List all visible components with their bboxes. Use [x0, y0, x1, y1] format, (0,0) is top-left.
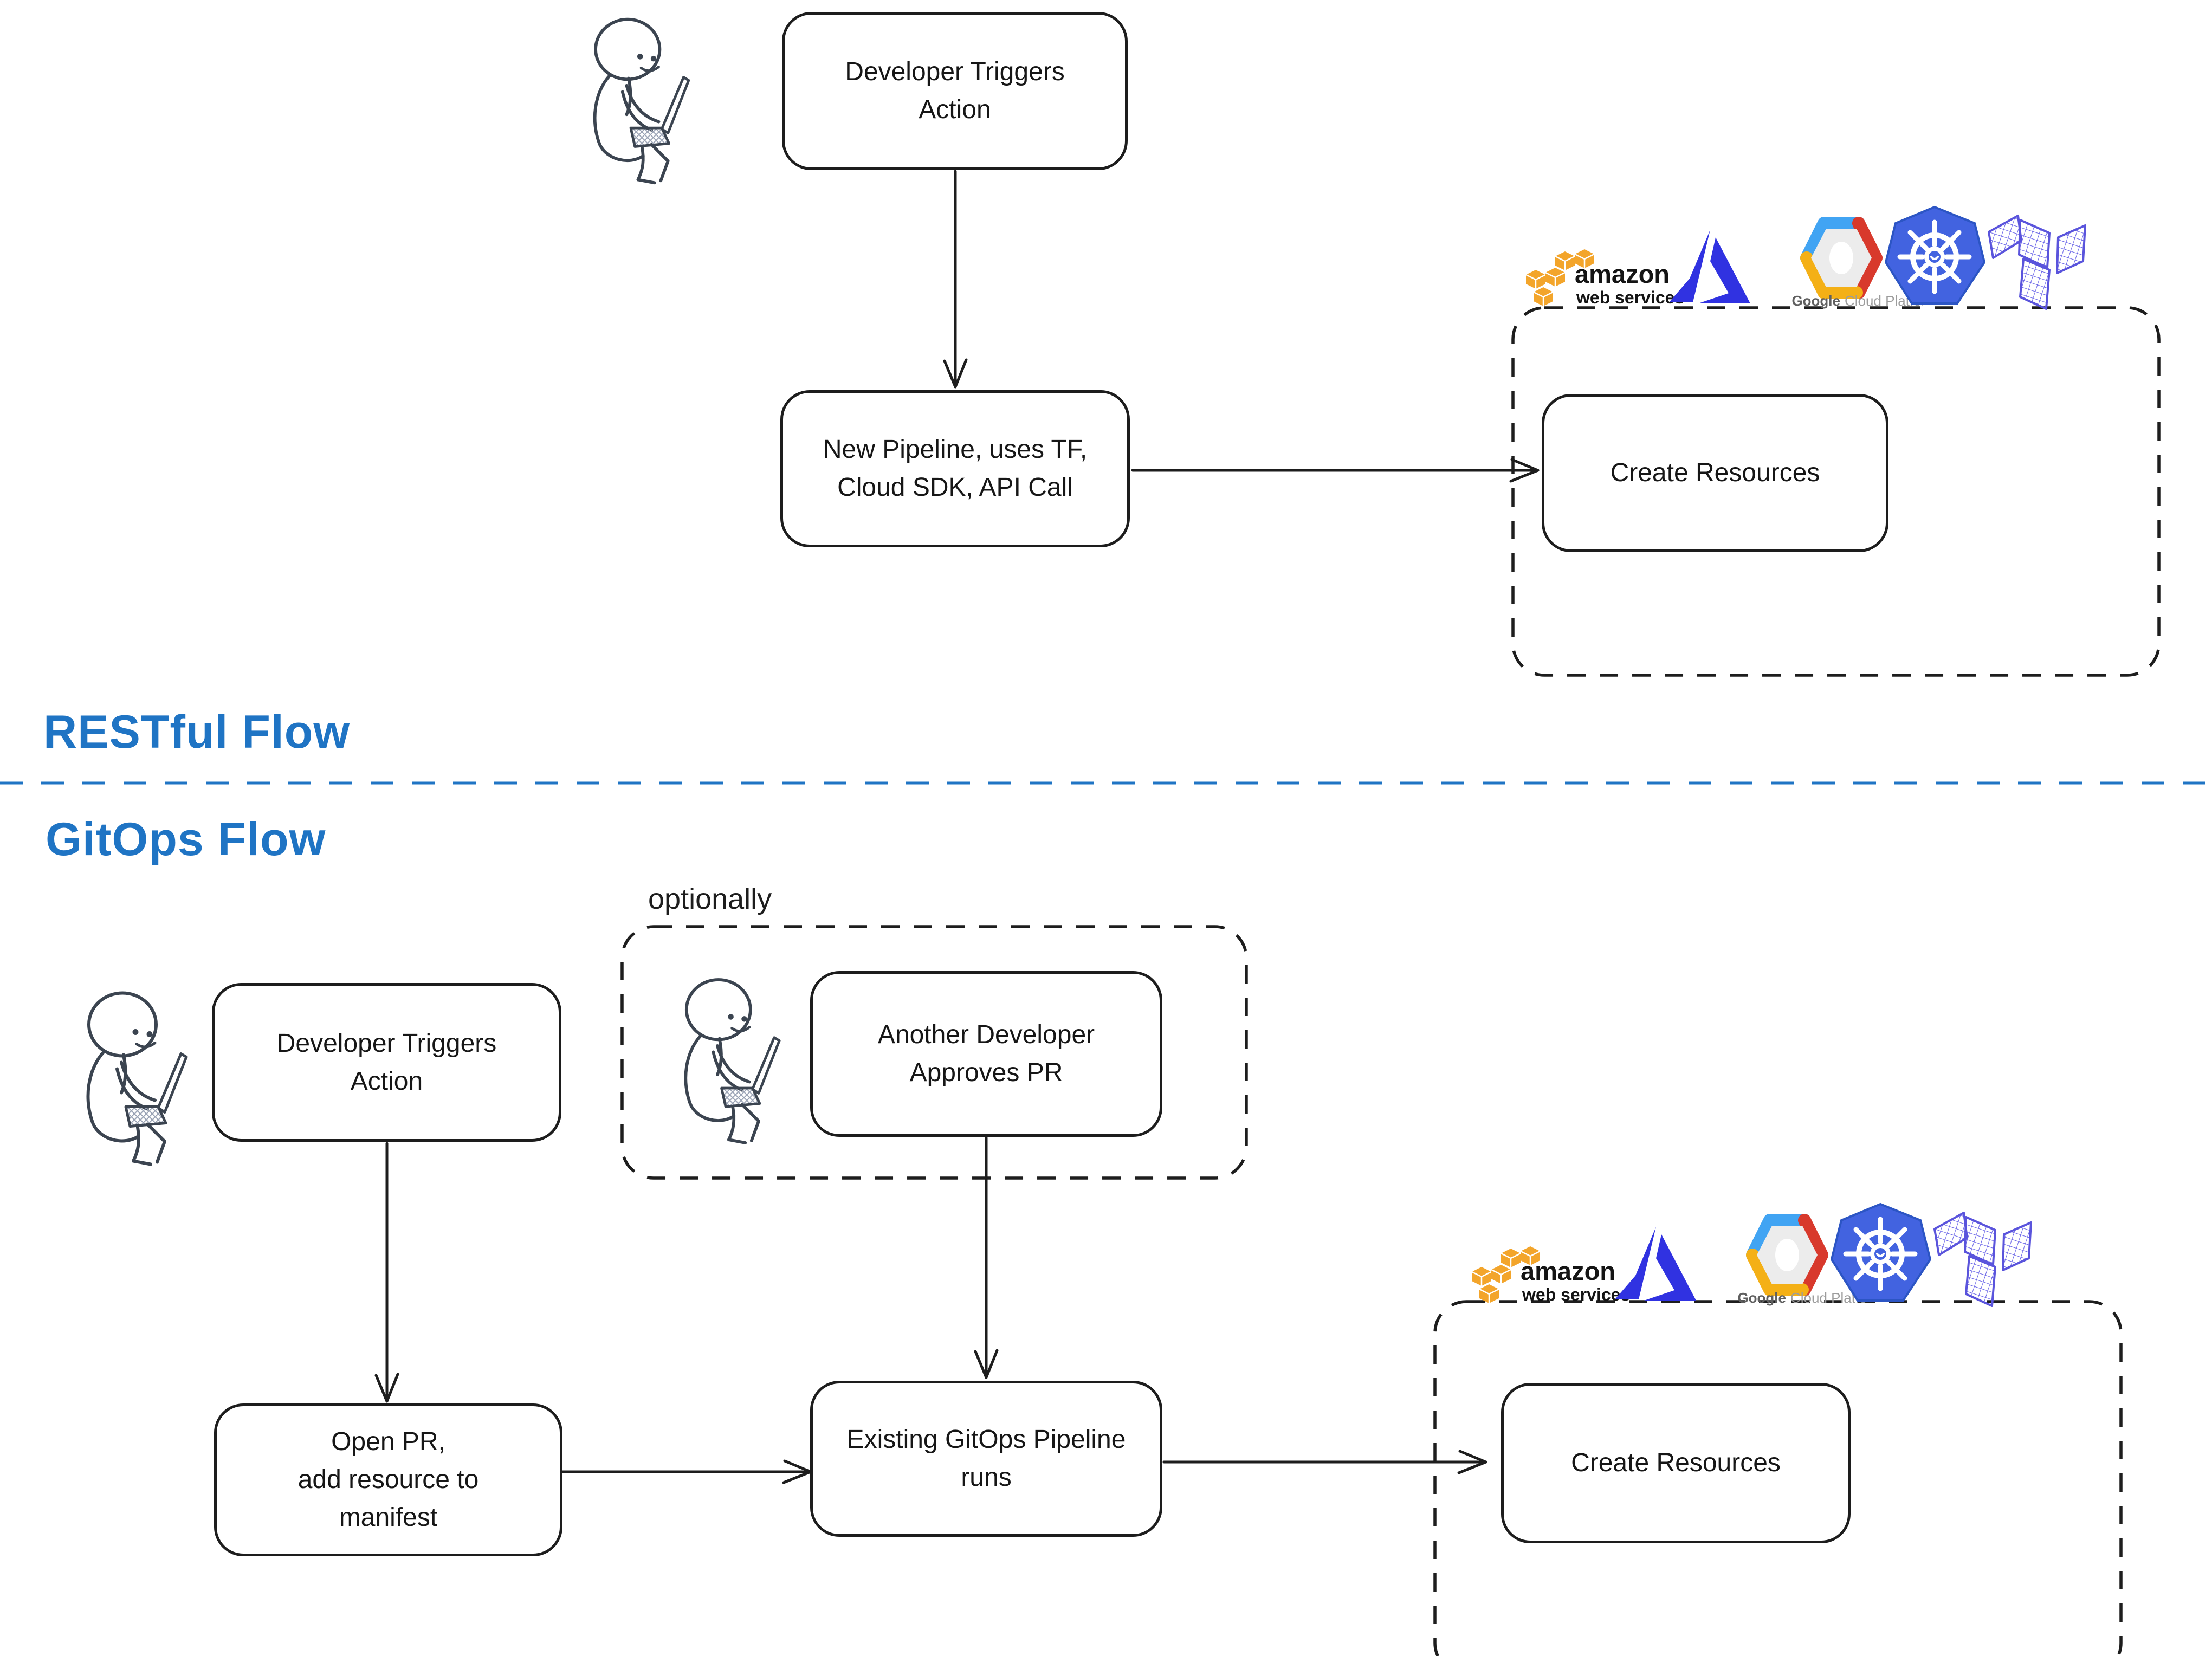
node-label: Developer Triggers Action: [276, 1028, 497, 1096]
gcp-logo-icon: Google Cloud Platform: [1737, 1214, 1868, 1306]
azure-logo-icon: [1615, 1227, 1696, 1301]
azure-logo-icon: [1669, 230, 1750, 303]
optionally-label: optionally: [648, 883, 772, 915]
aws-logo-icon: amazon web services: [1471, 1246, 1630, 1304]
node-label: New Pipeline, uses TF, Cloud SDK, API Ca…: [823, 435, 1088, 502]
gitops-flow-label: GitOps Flow: [46, 813, 326, 865]
arrow-dev-to-pipeline: [943, 170, 968, 389]
node-developer-triggers-action-restful: Developer Triggers Action: [782, 12, 1128, 170]
developer-figure-icon: [86, 991, 188, 1166]
kubernetes-logo-icon: [1831, 1202, 1931, 1302]
arrow-openpr-to-pipeline: [555, 1459, 812, 1484]
node-label: Developer Triggers Action: [845, 57, 1065, 124]
node-developer-triggers-action-gitops: Developer Triggers Action: [212, 983, 561, 1142]
developer-figure-icon: [593, 17, 690, 185]
aws-logo-icon: amazon web services: [1525, 249, 1684, 307]
kubernetes-logo-icon: [1885, 205, 1985, 305]
aws-subtext: web services: [1576, 288, 1684, 307]
gcp-wordmark: Google: [1737, 1290, 1786, 1306]
arrow-approver-to-pipeline: [974, 1136, 999, 1379]
node-another-developer-approves: Another Developer Approves PR: [810, 971, 1162, 1137]
aws-wordmark: amazon: [1521, 1257, 1615, 1285]
node-label: Open PR, add resource to manifest: [297, 1427, 479, 1532]
cloud-boundary-gitops: [1433, 1300, 2123, 1656]
node-create-resources-restful: Create Resources: [1542, 394, 1888, 552]
gcp-logo-icon: Google Cloud Platform: [1791, 217, 1923, 309]
arrow-pipeline-to-create: [1131, 458, 1540, 483]
terraform-logo-icon: [1988, 215, 2086, 310]
node-open-pr: Open PR, add resource to manifest: [214, 1403, 562, 1556]
cloud-boundary-restful: [1511, 306, 2161, 677]
node-label: Existing GitOps Pipeline runs: [846, 1425, 1126, 1492]
node-create-resources-gitops: Create Resources: [1501, 1383, 1851, 1543]
node-existing-gitops-pipeline: Existing GitOps Pipeline runs: [810, 1381, 1162, 1537]
node-new-pipeline: New Pipeline, uses TF, Cloud SDK, API Ca…: [780, 390, 1130, 547]
arrow-dev-to-openpr: [374, 1142, 399, 1403]
arrow-pipeline-to-create-gitops: [1162, 1450, 1487, 1474]
node-label: Another Developer Approves PR: [877, 1020, 1095, 1087]
developer-figure-icon: [684, 978, 781, 1144]
node-label: Create Resources: [1571, 1448, 1781, 1477]
aws-cubes: [1525, 249, 1595, 306]
gcp-wordmark: Google: [1791, 293, 1840, 309]
restful-flow-label: RESTful Flow: [43, 706, 351, 758]
terraform-logo-icon: [1933, 1212, 2032, 1307]
aws-subtext: web services: [1522, 1285, 1630, 1304]
node-label: Create Resources: [1610, 458, 1820, 487]
aws-cubes: [1471, 1246, 1541, 1303]
aws-wordmark: amazon: [1575, 260, 1670, 288]
